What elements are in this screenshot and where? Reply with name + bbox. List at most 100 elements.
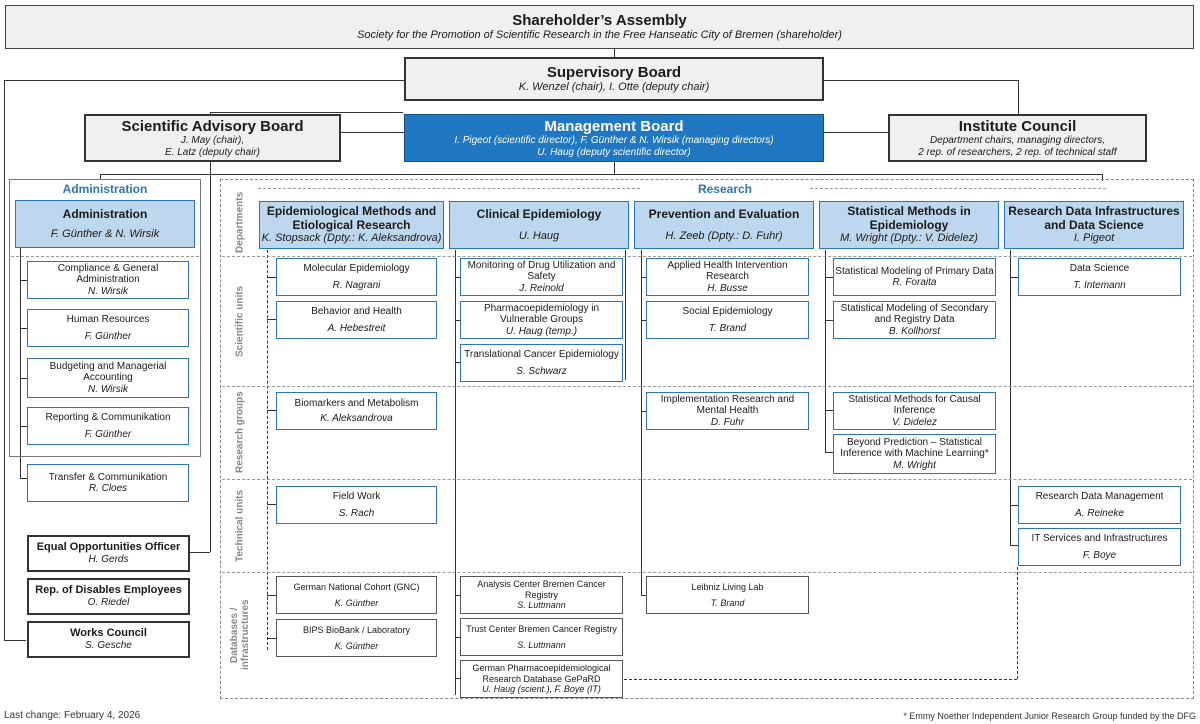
department-person: I. Pigeot — [1073, 232, 1115, 245]
department-person: M. Wright (Dpty.: V. Didelez) — [840, 232, 978, 245]
unit-name: German National Cohort (GNC) — [293, 581, 420, 592]
council-line-1: Department chairs, managing directors, — [929, 135, 1106, 147]
row-label-research-groups: Research groups — [234, 391, 246, 474]
department-clinical-epidemiology: Clinical Epidemiology U. Haug — [449, 201, 629, 249]
supervisory-title: Supervisory Board — [546, 64, 682, 82]
unit-person: S. Rach — [338, 508, 375, 519]
unit-person: U. Haug (temp.) — [505, 325, 578, 337]
management-line-2: U. Haug (deputy scientific director) — [537, 146, 691, 158]
unit-person: K. Aleksandrova — [320, 413, 393, 424]
department-epidemiological-methods: Epidemiological Methods and Etiological … — [259, 201, 444, 249]
department-title: Prevention and Evaluation — [648, 206, 800, 221]
unit-person: T. Brand — [708, 323, 747, 334]
department-research-data-infrastructures: Research Data Infrastructures and Data S… — [1004, 201, 1184, 249]
unit-name: Budgeting and Managerial Accounting — [49, 360, 167, 384]
unit-name: BIPS BioBank / Laboratory — [302, 624, 411, 635]
department-title: Statistical Methods in Epidemiology — [847, 203, 971, 232]
staff-name: Equal Opportunities Officer — [36, 541, 181, 554]
unit-person: N. Wirsik — [88, 285, 128, 297]
unit-name: Statistical Modeling of Primary Data — [835, 265, 994, 277]
administration-head-person: F. Günther & N. Wirsik — [50, 227, 160, 240]
unit-name: Field Work — [332, 490, 381, 502]
unit-name: Data Science — [1069, 262, 1130, 274]
group-implementation-research: Implementation Research and Mental Healt… — [646, 392, 809, 430]
unit-person: A. Reineke — [1075, 508, 1124, 519]
unit-person: R. Foraita — [892, 277, 937, 288]
transfer-communication: Transfer & Communikation R. Cloes — [27, 464, 189, 502]
unit-name: Pharmacoepidemiology in Vulnerable Group… — [483, 302, 600, 326]
staff-name: Rep. of Disables Employees — [35, 584, 182, 597]
unit-person: S. Schwarz — [516, 366, 567, 377]
admin-unit-reporting: Reporting & Communikation F. Günther — [27, 407, 189, 445]
unit-name: Implementation Research and Mental Healt… — [660, 393, 795, 417]
footer-note: * Emmy Noether Independent Junior Resear… — [903, 711, 1196, 721]
admin-unit-compliance: Compliance & General Administration N. W… — [27, 261, 189, 299]
unit-statistical-modeling-secondary: Statistical Modeling of Secondary and Re… — [833, 301, 996, 339]
department-statistical-methods: Statistical Methods in Epidemiology M. W… — [819, 201, 999, 249]
db-bips-biobank: BIPS BioBank / Laboratory K. Günther — [276, 619, 437, 657]
footer-last-change: Last change: February 4, 2026 — [4, 710, 141, 721]
admin-unit-human-resources: Human Resources F. Günther — [27, 309, 189, 347]
unit-person: K. Günther — [334, 598, 379, 608]
scientific-advisory-board: Scientific Advisory Board J. May (chair)… — [84, 114, 341, 162]
admin-unit-budgeting: Budgeting and Managerial Accounting N. W… — [27, 358, 189, 398]
supervisory-board: Supervisory Board K. Wenzel (chair), I. … — [404, 57, 824, 101]
row-label-technical-units: Technical units — [234, 489, 246, 562]
group-beyond-prediction: Beyond Prediction – Statistical Inferenc… — [833, 434, 996, 474]
unit-name: Translational Cancer Epidemiology — [464, 348, 619, 360]
advisory-title: Scientific Advisory Board — [121, 117, 304, 135]
unit-statistical-modeling-primary: Statistical Modeling of Primary Data R. … — [833, 258, 996, 296]
equal-opportunities-officer: Equal Opportunities Officer H. Gerds — [27, 535, 190, 572]
unit-name: Monitoring of Drug Utilization and Safet… — [467, 259, 616, 283]
department-prevention-evaluation: Prevention and Evaluation H. Zeeb (Dpty.… — [634, 201, 814, 249]
unit-name: Transfer & Communikation — [48, 471, 168, 483]
unit-name: Molecular Epidemiology — [303, 262, 410, 274]
council-title: Institute Council — [958, 117, 1077, 135]
department-person: H. Zeeb (Dpty.: D. Fuhr) — [665, 229, 783, 242]
unit-person: T. Intemann — [1073, 280, 1126, 291]
unit-name: Human Resources — [66, 313, 150, 325]
unit-name: Statistical Methods for Causal Inference — [848, 393, 981, 417]
administration-head: Administration F. Günther & N. Wirsik — [15, 200, 195, 248]
unit-data-science: Data Science T. Intemann — [1018, 258, 1181, 296]
unit-name: Beyond Prediction – Statistical Inferenc… — [840, 436, 989, 460]
unit-name: Behavior and Health — [311, 305, 402, 317]
unit-person: T. Brand — [710, 598, 745, 608]
unit-drug-utilization: Monitoring of Drug Utilization and Safet… — [460, 258, 623, 296]
unit-applied-health-intervention: Applied Health Intervention Research H. … — [646, 258, 809, 296]
unit-person: R. Cloes — [88, 483, 128, 494]
group-biomarkers-metabolism: Biomarkers and Metabolism K. Aleksandrov… — [276, 392, 437, 430]
administration-head-title: Administration — [62, 206, 148, 221]
unit-name: Research Data Management — [1035, 490, 1164, 502]
staff-person: H. Gerds — [88, 554, 129, 566]
works-council: Works Council S. Gesche — [27, 621, 190, 658]
unit-name: Biomarkers and Metabolism — [294, 397, 419, 409]
supervisory-members: K. Wenzel (chair), I. Otte (deputy chair… — [518, 81, 710, 94]
unit-name: Analysis Center Bremen Cancer Registry — [477, 579, 606, 600]
staff-name: Works Council — [70, 627, 147, 640]
department-title: Epidemiological Methods and Etiological … — [266, 203, 437, 232]
unit-person: F. Günther — [84, 429, 132, 440]
unit-name: German Pharmacoepidemiological Research … — [472, 663, 611, 684]
department-person: K. Stopsack (Dpty.: K. Aleksandrova) — [261, 232, 442, 245]
db-leibniz-living-lab: Leibniz Living Lab T. Brand — [646, 576, 809, 614]
unit-name: Applied Health Intervention Research — [667, 259, 788, 283]
advisory-line-2: E. Latz (deputy chair) — [164, 146, 261, 158]
unit-person: F. Boye — [1082, 550, 1117, 561]
advisory-line-1: J. May (chair), — [180, 135, 245, 147]
row-label-departments: Departments — [234, 191, 246, 253]
db-gepard: German Pharmacoepidemiological Research … — [460, 660, 623, 698]
unit-name: Statistical Modeling of Secondary and Re… — [840, 302, 989, 326]
administration-section-label: Administration — [62, 182, 148, 196]
unit-person: K. Günther — [334, 641, 379, 651]
unit-person: N. Wirsik — [88, 383, 128, 395]
technical-research-data-management: Research Data Management A. Reineke — [1018, 486, 1181, 524]
management-board: Management Board I. Pigeot (scientific d… — [404, 114, 824, 162]
research-section-label: Research — [697, 182, 753, 196]
unit-name: Compliance & General Administration — [57, 262, 159, 286]
administration-section — [9, 179, 201, 457]
unit-behavior-health: Behavior and Health A. Hebestreit — [276, 301, 437, 339]
unit-translational-cancer: Translational Cancer Epidemiology S. Sch… — [460, 344, 623, 382]
unit-person: H. Busse — [707, 282, 748, 294]
staff-person: S. Gesche — [85, 640, 132, 652]
